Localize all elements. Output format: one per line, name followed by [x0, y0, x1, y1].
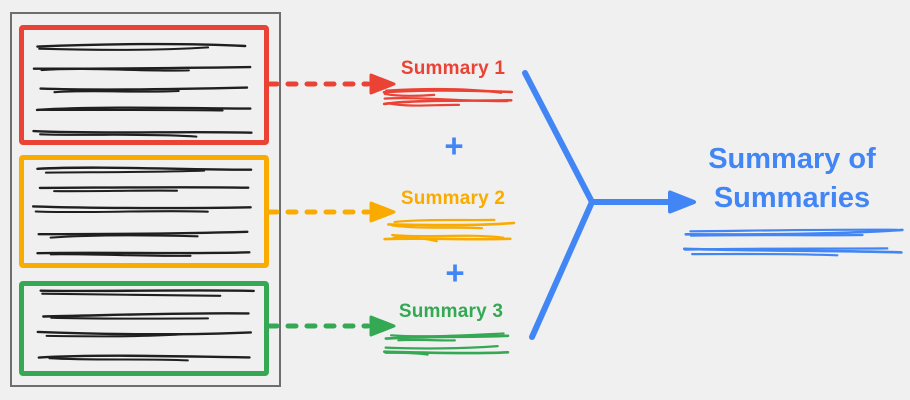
summary-3-scribble: [397, 338, 456, 342]
merge-connector: [529, 199, 595, 340]
merge-connector: [522, 70, 595, 205]
summary-1-scribble: [384, 87, 503, 94]
document-chunk-1-box: [19, 25, 269, 145]
summary-1-scribble: [382, 99, 513, 106]
summary-2-scribble: [387, 221, 516, 227]
final-summary-scribble: [682, 247, 903, 254]
final-summary-scribble: [689, 233, 864, 237]
summary-1-scribble: [382, 89, 514, 94]
source-document-frame: [10, 12, 281, 387]
summary-2-scribble: [393, 218, 496, 224]
final-summary-scribble: [689, 228, 899, 233]
final-summary-scribble: [691, 252, 839, 257]
summary-3-scribble: [384, 334, 510, 340]
summary-2-scribble: [383, 237, 512, 241]
summary-3-scribble: [383, 350, 510, 355]
summary-1-scribble: [386, 102, 461, 107]
document-chunk-2-box: [19, 155, 269, 268]
final-summary-label: Summary of Summaries: [708, 143, 876, 214]
summary-3-scribble: [389, 332, 505, 338]
summary-1-scribble: [383, 97, 509, 103]
summary-3-label: Summary 3: [398, 301, 504, 322]
summary-2-scribble: [390, 224, 484, 230]
plus-operator-bottom: +: [445, 254, 465, 291]
final-summary-scribble: [684, 228, 904, 236]
document-chunk-3-box: [19, 281, 269, 376]
summary-2-label: Summary 2: [400, 188, 506, 209]
summary-3-scribble: [384, 351, 429, 356]
summary-3-scribble: [384, 344, 499, 350]
final-summary-scribble: [683, 247, 889, 251]
summary-2-scribble: [391, 233, 505, 239]
summary-1-label: Summary 1: [400, 58, 506, 79]
plus-operator-top: +: [444, 127, 464, 164]
summary-1-scribble: [383, 92, 436, 97]
summary-2-scribble: [392, 236, 438, 243]
